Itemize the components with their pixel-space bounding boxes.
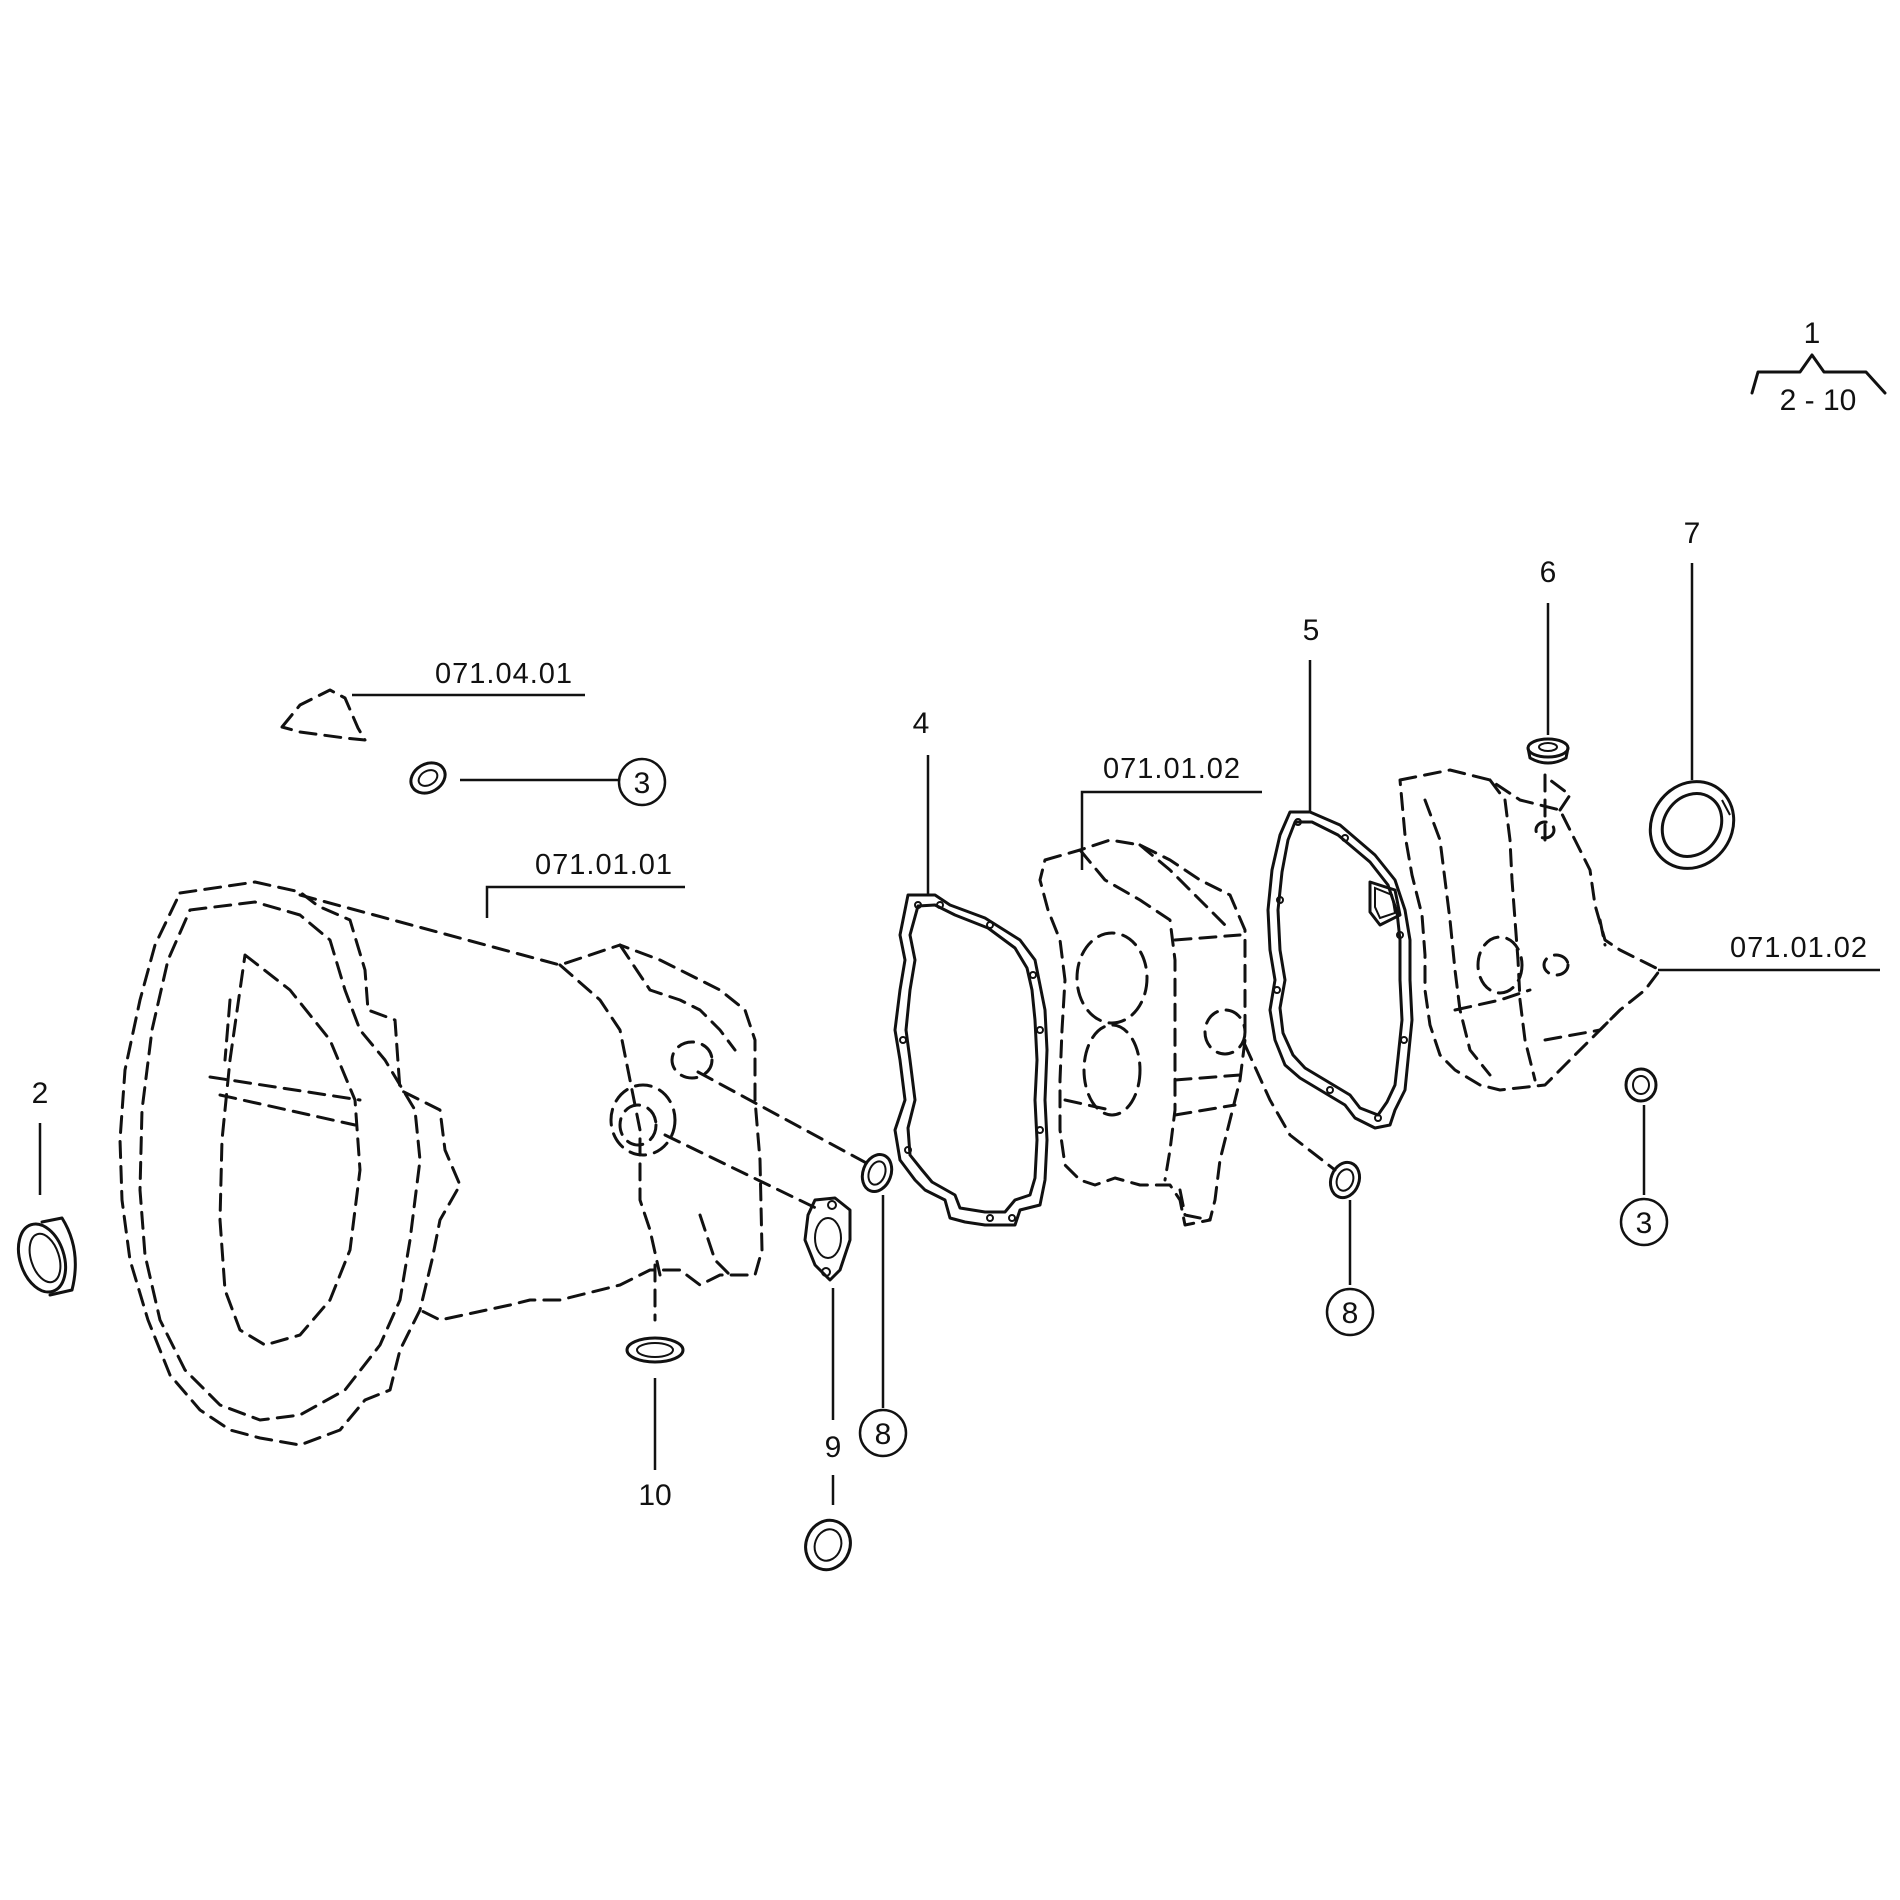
seal-item-2: 2 bbox=[16, 1077, 77, 1297]
seal-item-7: 7 bbox=[1648, 517, 1736, 870]
assembly-range-label: 2 - 10 bbox=[1780, 384, 1857, 417]
callout-8-right: 8 bbox=[1342, 1297, 1359, 1330]
gasket-item-5: 5 bbox=[1266, 614, 1414, 1130]
plug-item-6: 6 bbox=[1526, 556, 1570, 765]
callout-9: 9 bbox=[825, 1431, 842, 1464]
washer-item-10: 10 bbox=[625, 1336, 685, 1512]
callout-4: 4 bbox=[913, 707, 930, 740]
assembly-bracket: 1 2 - 10 bbox=[1750, 317, 1887, 417]
callout-10: 10 bbox=[638, 1479, 671, 1512]
plate-item-9: 9 bbox=[803, 1196, 852, 1572]
callout-5: 5 bbox=[1303, 614, 1320, 647]
middle-housing: 071.01.02 bbox=[1038, 753, 1337, 1227]
rear-housing-ref-label: 071.01.02 bbox=[1730, 932, 1868, 964]
seal-item-3-top: 3 bbox=[409, 757, 667, 807]
front-housing: 071.01.01 bbox=[118, 849, 872, 1447]
ring-item-8-left: 8 bbox=[858, 1153, 908, 1458]
middle-housing-ref-label: 071.01.02 bbox=[1103, 753, 1241, 785]
gasket-item-4: 4 bbox=[893, 707, 1049, 1227]
rear-housing: 071.01.02 bbox=[1398, 768, 1880, 1092]
callout-2: 2 bbox=[32, 1077, 49, 1110]
callout-3-right: 3 bbox=[1636, 1207, 1653, 1240]
callout-7: 7 bbox=[1684, 517, 1701, 550]
bracket-part: 071.04.01 bbox=[280, 658, 585, 742]
callout-8-left: 8 bbox=[875, 1418, 892, 1451]
callout-6: 6 bbox=[1540, 556, 1557, 589]
callout-3-top: 3 bbox=[634, 767, 651, 800]
seal-item-3-right: 3 bbox=[1619, 1067, 1669, 1247]
assembly-number-label: 1 bbox=[1804, 317, 1821, 350]
ring-item-8-right: 8 bbox=[1325, 1160, 1375, 1337]
front-housing-ref-label: 071.01.01 bbox=[535, 849, 673, 881]
bracket-ref-label: 071.04.01 bbox=[435, 658, 573, 690]
